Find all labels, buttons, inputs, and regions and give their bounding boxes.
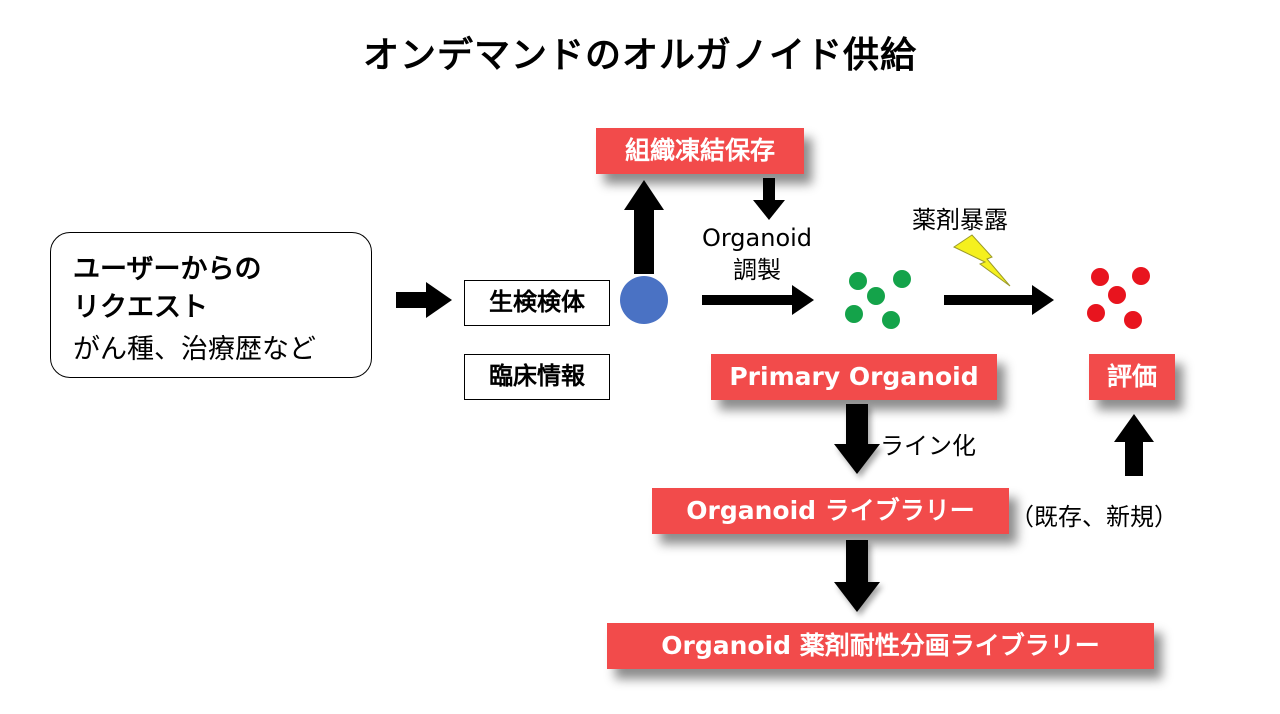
- request-line-2: リクエスト: [73, 292, 208, 323]
- arrow-right-drug-exposure: [944, 285, 1054, 315]
- clinical-info-box: 臨床情報: [464, 354, 610, 400]
- primary-organoid-box: Primary Organoid: [711, 354, 997, 400]
- arrow-down-from-storage: [753, 178, 785, 220]
- user-request-box: ユーザーからの リクエスト がん種、治療歴など: [50, 232, 372, 378]
- organoid-library-box: Organoid ライブラリー: [652, 488, 1009, 534]
- evaluation-box: 評価: [1089, 354, 1175, 400]
- organoid-prep-line-2: 調製: [733, 256, 781, 284]
- biopsy-sample-box: 生検検体: [464, 280, 610, 326]
- request-line-3: がん種、治療歴など: [73, 334, 316, 365]
- arrow-down-to-resistant-library: [834, 540, 880, 612]
- lightning-icon: [952, 234, 1011, 287]
- red-organoids-icon: [1087, 267, 1150, 329]
- request-line-1: ユーザーからの: [73, 254, 262, 285]
- page-title: オンデマンドのオルガノイド供給: [363, 35, 917, 76]
- organoid-prep-label: Organoid 調製: [692, 222, 822, 286]
- arrow-right-request: [396, 282, 452, 318]
- arrow-down-line-establish: [834, 404, 880, 474]
- arrow-up-to-storage: [624, 180, 664, 274]
- drug-exposure-label: 薬剤暴露: [912, 206, 1008, 234]
- arrow-up-to-evaluation: [1114, 414, 1154, 476]
- existing-new-label: （既存、新規）: [1010, 503, 1178, 531]
- drug-resistant-library-box: Organoid 薬剤耐性分画ライブラリー: [607, 623, 1154, 669]
- sample-circle: [620, 276, 668, 324]
- line-establish-label: ライン化: [880, 432, 976, 460]
- organoid-prep-line-1: Organoid: [701, 224, 813, 252]
- arrow-right-organoid-prep: [702, 285, 814, 315]
- green-organoids-icon: [845, 270, 911, 329]
- tissue-frozen-storage-box: 組織凍結保存: [596, 128, 804, 174]
